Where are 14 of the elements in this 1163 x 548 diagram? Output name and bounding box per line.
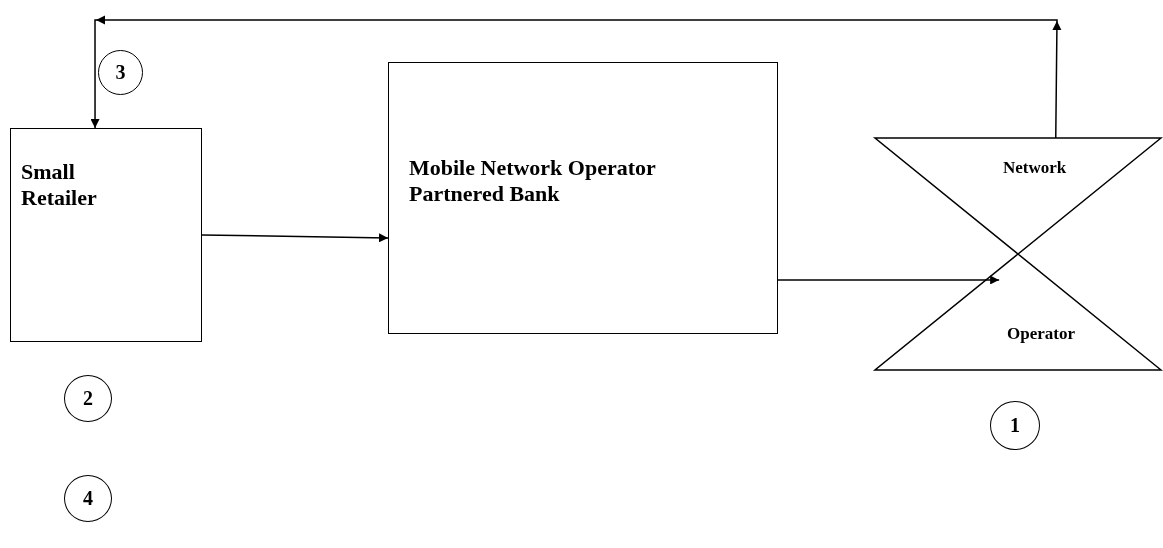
step-number: 3 [115,61,126,84]
step-circle [98,50,143,95]
step-number: 4 [83,487,93,510]
box-label: Mobile Network Operator Partnered Bank [409,155,657,208]
process-box [10,128,202,342]
step-circle [64,475,112,522]
process-box [388,62,778,334]
step-circle [64,375,112,422]
step-circle [990,401,1040,450]
step-number: 1 [1010,414,1020,437]
step-number: 2 [83,387,93,410]
box-label: Small Retailer [21,159,98,212]
shape-label: Operator [1007,324,1075,345]
shape-label: Network [1003,158,1067,179]
